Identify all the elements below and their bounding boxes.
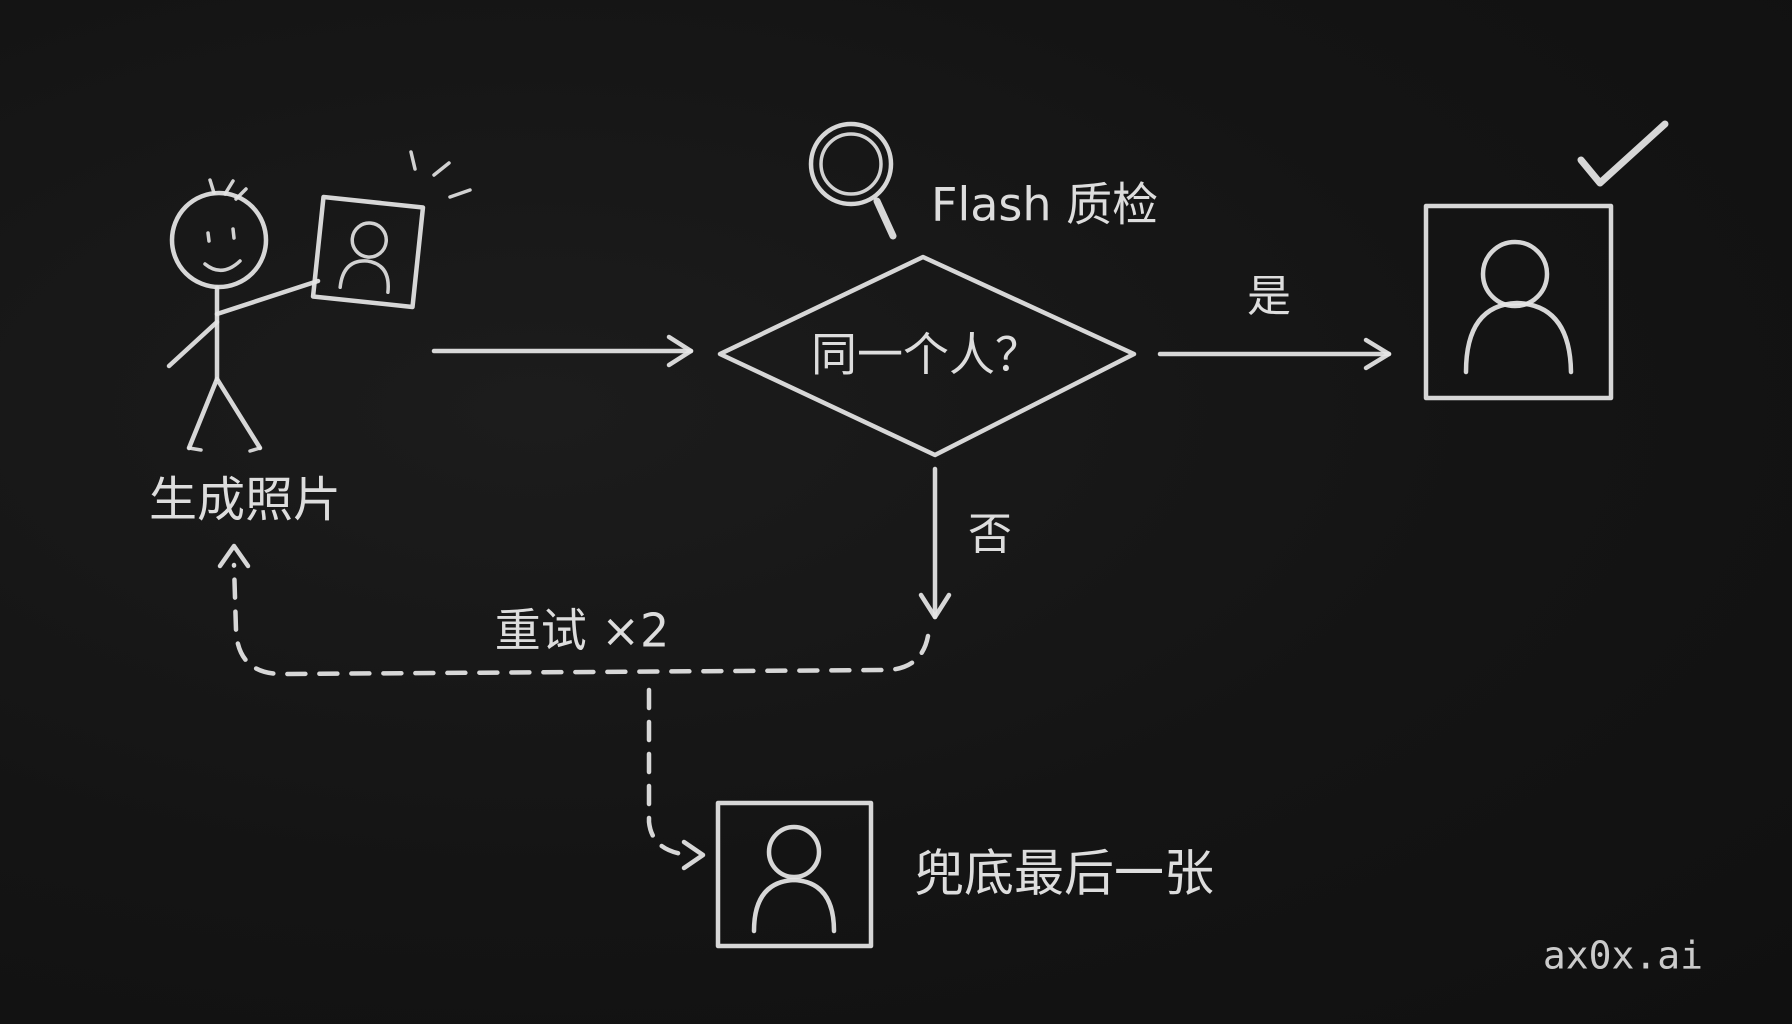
retry-label: 重试 ×2	[495, 604, 669, 658]
magnifier-handle	[873, 197, 897, 240]
magnifier-lens-outer	[808, 121, 894, 207]
checkmark-icon	[1577, 120, 1669, 187]
arrow-head-icon	[918, 592, 952, 620]
generate-photo-label: 生成照片	[149, 472, 341, 528]
stick-figure-feet	[187, 446, 262, 453]
arrow-generate-to-check	[431, 334, 694, 368]
fallback-photo-person-shoulders	[751, 877, 837, 934]
quality-check-title: Flash 质检	[931, 178, 1158, 232]
stick-figure-hair	[208, 178, 248, 201]
held-photo-frame	[310, 194, 426, 310]
decision-diamond	[717, 254, 1137, 458]
magnifier-lens-inner	[819, 132, 883, 196]
stick-figure-holding-photo-icon	[166, 150, 472, 453]
accepted-photo-person-head	[1480, 239, 1550, 309]
fallback-photo-label: 兜底最后一张	[914, 845, 1214, 903]
fallback-branch-arrow	[646, 687, 706, 871]
fallback-dashed-path	[646, 687, 693, 858]
stick-figure-right-arm	[214, 278, 321, 317]
yes-label: 是	[1247, 271, 1291, 322]
arrow-head-icon	[217, 543, 251, 569]
arrow-head-icon	[681, 839, 706, 871]
magnifier-icon	[808, 121, 897, 240]
accepted-photo-person-shoulders	[1463, 300, 1574, 375]
stick-figure-smile	[203, 259, 242, 272]
arrow-yes	[1157, 337, 1392, 371]
arrow-no	[918, 466, 952, 620]
held-photo-person-shoulders	[338, 259, 390, 295]
decision-question: 同一个人？	[811, 328, 1041, 382]
portrait-frame-icon	[1423, 203, 1614, 401]
fallback-photo-person-head	[766, 824, 822, 880]
portrait-frame-icon	[715, 800, 874, 949]
retry-dashed-path	[231, 562, 931, 677]
decision-diamond-shape	[717, 254, 1137, 458]
held-photo-frame-icon	[310, 194, 426, 310]
held-photo-person-head	[350, 221, 389, 259]
fallback-photo-frame	[715, 800, 874, 949]
retry-loop-arrow	[217, 543, 931, 677]
watermark: ax0x.ai	[1543, 934, 1703, 978]
stick-figure-head	[169, 190, 269, 290]
stick-figure-legs	[186, 376, 263, 451]
arrow-head-icon	[666, 334, 694, 368]
sparkle-icon	[409, 150, 472, 199]
accepted-photo-frame	[1423, 203, 1614, 401]
arrow-head-icon	[1363, 337, 1392, 371]
stick-figure-left-arm	[166, 319, 220, 369]
no-label: 否	[968, 509, 1012, 560]
stick-figure-eyes	[206, 227, 236, 243]
